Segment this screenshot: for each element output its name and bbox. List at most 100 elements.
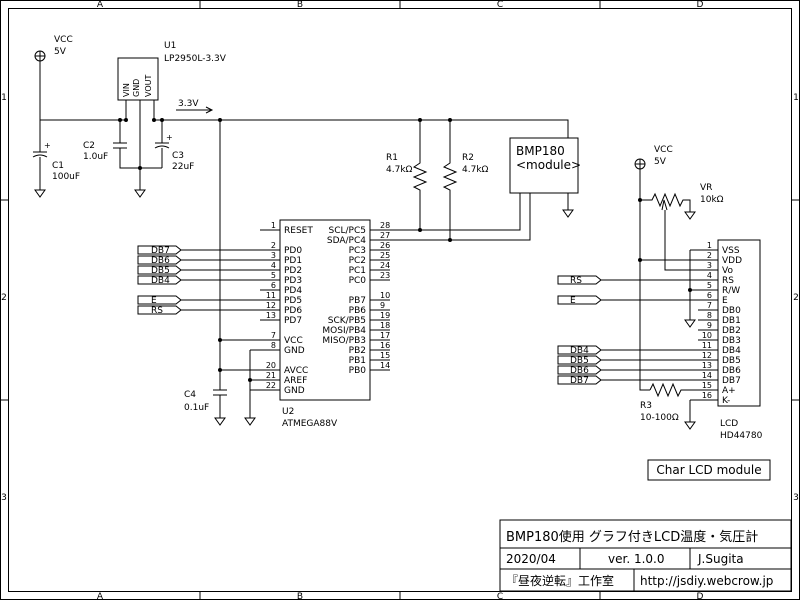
lcd-pin-number: 2 bbox=[707, 251, 712, 260]
vcc-label: VCC bbox=[54, 35, 73, 45]
author-text: J.Sugita bbox=[697, 552, 744, 566]
mcu-pin-name: RESET bbox=[284, 226, 313, 236]
date-text: 2020/04 bbox=[506, 552, 556, 566]
mcu-pin-name: MOSI/PB4 bbox=[322, 326, 366, 336]
net-tag-label: DB5 bbox=[570, 356, 589, 366]
net-tag bbox=[137, 245, 182, 255]
lcd-pin-number: 8 bbox=[707, 311, 712, 320]
net-tag-label: DB4 bbox=[570, 346, 589, 356]
c4-ref: C4 bbox=[184, 390, 196, 400]
mcu-pin-number: 16 bbox=[380, 341, 390, 350]
mcu-pin-name: PC1 bbox=[349, 266, 366, 276]
mcu-pin-number: 1 bbox=[271, 221, 276, 230]
u1-regulator bbox=[117, 57, 159, 101]
mcu-pin-name: VCC bbox=[284, 336, 303, 346]
row-label-left: 1 bbox=[1, 93, 7, 103]
lcd-pin-number: 16 bbox=[702, 391, 712, 400]
net-tag bbox=[137, 295, 182, 305]
wire bbox=[639, 169, 698, 391]
net-tag bbox=[557, 275, 602, 285]
title-text: BMP180使用 グラフ付きLCD温度・気圧計 bbox=[506, 529, 758, 545]
mcu-pin-name: PC2 bbox=[349, 256, 366, 266]
mcu-pin-number: 7 bbox=[271, 331, 276, 340]
mcu-pin-name: PB1 bbox=[349, 356, 366, 366]
wire bbox=[219, 339, 260, 390]
wiper-arrow-icon bbox=[661, 199, 668, 211]
mcu-part: ATMEGA88V bbox=[282, 419, 338, 429]
lcd-pin-number: 9 bbox=[707, 321, 712, 330]
lcd-pin-name: Vo bbox=[722, 266, 733, 276]
row-label-right: 3 bbox=[793, 493, 799, 503]
lcd-pin-name: DB1 bbox=[722, 316, 741, 326]
mcu-pin-name: PC3 bbox=[349, 246, 366, 256]
mcu-pin-name: PB2 bbox=[349, 346, 366, 356]
net-tag bbox=[557, 365, 602, 375]
lcd-pin-number: 7 bbox=[707, 301, 712, 310]
lcd-pin-number: 14 bbox=[702, 371, 712, 380]
junction-dot bbox=[688, 288, 692, 292]
mcu-pin-number: 24 bbox=[380, 261, 390, 270]
junction-dot bbox=[418, 118, 422, 122]
mcu-pin-number: 2 bbox=[271, 241, 276, 250]
mcu-pin-number: 22 bbox=[266, 381, 276, 390]
mcu-pin-number: 23 bbox=[380, 271, 390, 280]
vcc-value-right: 5V bbox=[654, 157, 667, 167]
vcc-symbol bbox=[34, 50, 46, 62]
c3-value: 22uF bbox=[172, 162, 194, 172]
ground-symbol bbox=[562, 209, 574, 218]
junction-dot bbox=[124, 118, 128, 122]
lcd-pin-name: E bbox=[722, 296, 728, 306]
vcc-label-right: VCC bbox=[654, 145, 673, 155]
col-label-bottom: C bbox=[497, 592, 503, 600]
mcu-pin-name: PB0 bbox=[349, 366, 367, 376]
net-tag bbox=[557, 295, 602, 305]
u1-pin-vin: VIN bbox=[122, 83, 131, 97]
wire bbox=[249, 349, 260, 418]
col-label-top: A bbox=[97, 0, 104, 10]
capacitor-c4 bbox=[213, 389, 227, 418]
lcd-pin-number: 12 bbox=[702, 351, 712, 360]
lcd-pin-name: DB7 bbox=[722, 376, 741, 386]
lcd-pin-name: K- bbox=[722, 396, 730, 406]
ground-symbol bbox=[34, 189, 46, 198]
lcd-pin-number: 1 bbox=[707, 241, 712, 250]
junction-dot bbox=[638, 198, 642, 202]
lcd-pin-number: 4 bbox=[707, 271, 712, 280]
mcu-pin-number: 14 bbox=[380, 361, 390, 370]
lcd-pin-name: R/W bbox=[722, 286, 740, 296]
lcd-pin-name: VDD bbox=[722, 256, 742, 266]
mcu-left-pins: 1RESET2PD03PD14PD25PD36PD411PD512PD613PD… bbox=[260, 221, 313, 396]
net-tag bbox=[557, 355, 602, 365]
lcd-pin-number: 15 bbox=[702, 381, 712, 390]
mcu-pin-number: 18 bbox=[380, 321, 390, 330]
mcu-pin-name: AVCC bbox=[284, 366, 308, 376]
rail-33-label: 3.3V bbox=[178, 99, 199, 109]
ground-symbol bbox=[684, 319, 696, 328]
ground-symbol bbox=[134, 189, 146, 198]
bmp180-name: BMP180 bbox=[516, 144, 565, 158]
vcc-symbol bbox=[634, 158, 646, 170]
net-tag-label: DB6 bbox=[570, 366, 589, 376]
junction-dot bbox=[152, 118, 156, 122]
ground-symbol bbox=[684, 211, 696, 220]
mcu-pin-name: PD7 bbox=[284, 316, 302, 326]
c1-ref: C1 bbox=[52, 161, 64, 171]
junction-dot bbox=[218, 118, 222, 122]
lcd-pin-number: 11 bbox=[702, 341, 712, 350]
ground-symbol bbox=[244, 417, 256, 426]
net-tag-label: DB7 bbox=[570, 376, 589, 386]
mcu-pin-name: PD2 bbox=[284, 266, 302, 276]
capacitor-c1: + bbox=[32, 120, 51, 185]
mcu-pin-name: PC0 bbox=[349, 276, 367, 286]
r2-ref: R2 bbox=[462, 153, 474, 163]
lcd-pin-name: DB5 bbox=[722, 356, 741, 366]
junction-dot bbox=[418, 228, 422, 232]
mcu-pin-number: 6 bbox=[271, 281, 276, 290]
mcu-pin-number: 4 bbox=[271, 261, 276, 270]
mcu-pin-name: SCL/PC5 bbox=[329, 226, 366, 236]
mcu-pin-name: PD0 bbox=[284, 246, 302, 256]
lcd-pins: 1VSS2VDD3Vo4RS5R/W6E7DB08DB19DB210DB311D… bbox=[698, 241, 742, 406]
title-block bbox=[499, 519, 792, 592]
lcd-pin-name: DB2 bbox=[722, 326, 741, 336]
